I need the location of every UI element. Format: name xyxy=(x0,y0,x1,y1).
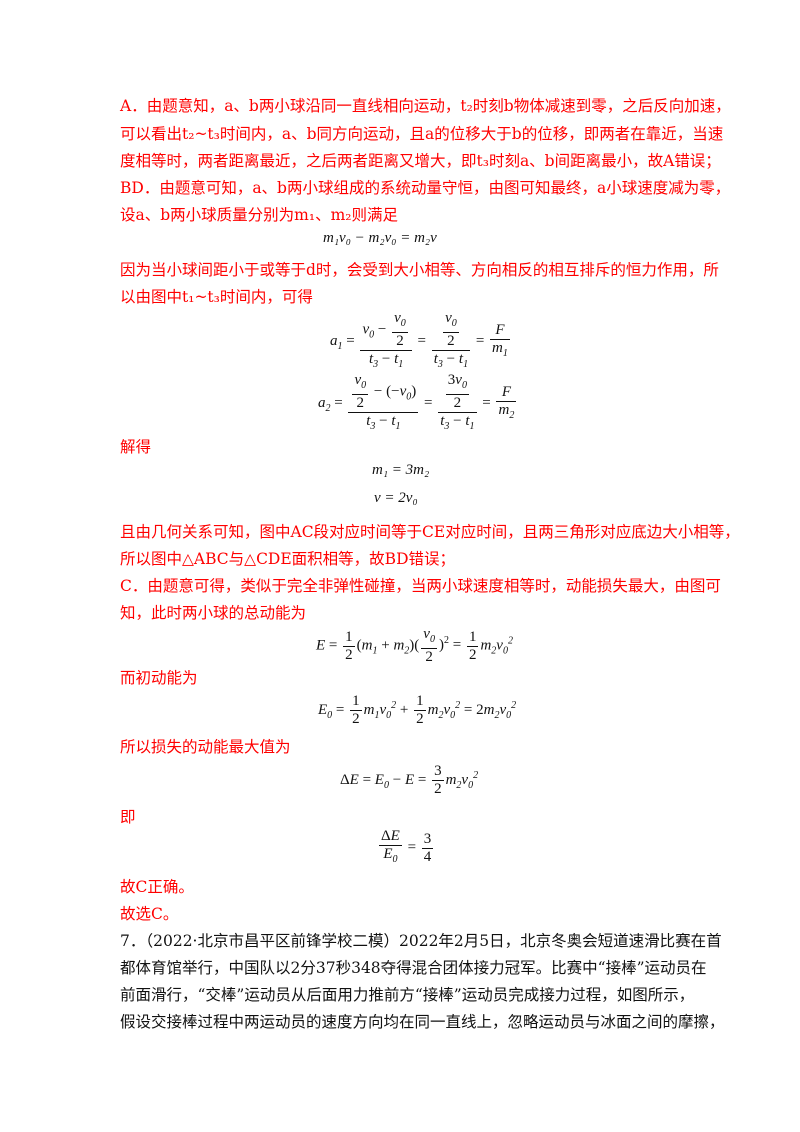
equation-v: v = 2v₀ xyxy=(374,490,418,506)
text-line-11: C．由题意可得，类似于完全非弹性碰撞，当两小球速度相等时，动能损失最大，由图可 xyxy=(120,577,721,595)
text-line-12: 知，此时两小球的总动能为 xyxy=(120,604,307,622)
question-7-line-1: 7．（2022·北京市昌平区前锋学校二模）2022年2月5日，北京冬奥会短道速滑… xyxy=(120,932,722,950)
text-line-14: 所以损失的动能最大值为 xyxy=(120,738,291,756)
text-line-8: 解得 xyxy=(120,438,152,456)
question-7-line-2: 都体育馆举行，中国队以2分37秒348夺得混合团体接力冠军。比赛中“接棒”运动员… xyxy=(120,959,707,977)
question-7-line-3: 前面滑行，“交棒”运动员从后面用力推前方“接棒”运动员完成接力过程，如图所示， xyxy=(120,986,695,1004)
text-line-3: 度相等时，两者距离最近，之后两者距离又增大，即t₃时刻a、b间距离最小，故A错误… xyxy=(120,152,721,170)
text-line-10: 所以图中△ABC与△CDE面积相等，故BD错误； xyxy=(120,550,455,568)
text-line-7: 以由图中t₁~t₃时间内，可得 xyxy=(120,288,313,306)
text-line-2: 可以看出t₂~t₃时间内，a、b同方向运动，且a的位移大于b的位移，即两者在靠近… xyxy=(120,125,724,143)
question-7-line-4: 假设交接棒过程中两运动员的速度方向均在同一直线上，忽略运动员与冰面之间的摩擦， xyxy=(120,1013,725,1031)
text-line-1: A．由题意知，a、b两小球沿同一直线相向运动，t₂时刻b物体减速到零，之后反向加… xyxy=(120,97,731,115)
equation-m1: m₁ = 3m₂ xyxy=(372,462,430,478)
text-line-6: 因为当小球间距小于或等于d时，会受到大小相等、方向相反的相互排斥的恒力作用，所 xyxy=(120,261,719,279)
text-line-4: BD．由题意可知，a、b两小球组成的系统动量守恒，由图可知最终，a小球速度减为零… xyxy=(120,179,731,197)
equation-momentum: m₁v₀ − m₂v₀ = m₂v xyxy=(323,230,437,246)
text-line-16: 故C正确。 xyxy=(120,878,194,896)
text-line-5: 设a、b两小球质量分别为m₁、m₂则满足 xyxy=(120,206,398,224)
text-line-9: 且由几何关系可知，图中AC段对应时间等于CE对应时间，且两三角形对应底边大小相等… xyxy=(120,523,740,541)
text-line-17: 故选C。 xyxy=(120,905,179,923)
text-line-13: 而初动能为 xyxy=(120,669,198,687)
text-line-15: 即 xyxy=(120,808,136,826)
